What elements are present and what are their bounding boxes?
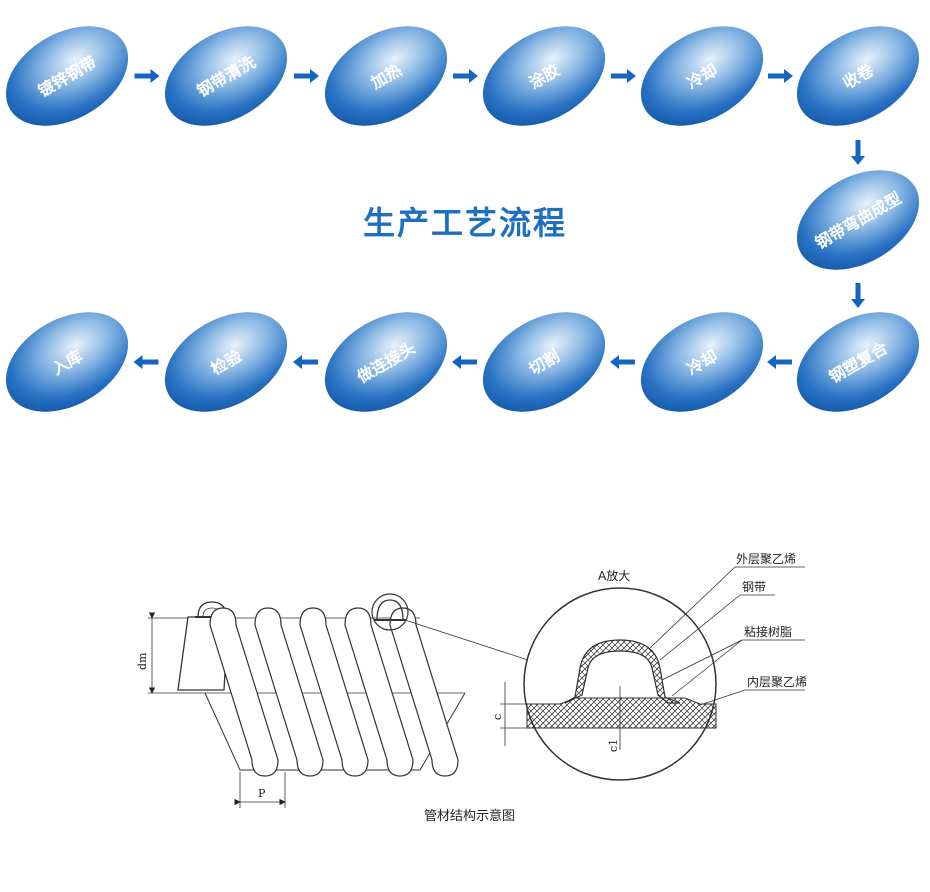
step-row2-2: 冷却: [640, 312, 764, 412]
spiral-rib-4: [344, 607, 414, 777]
label-c1: c1: [607, 739, 620, 752]
step-row1-1: 镀锌钢带: [5, 26, 129, 126]
zoom-marker-circle: [371, 593, 409, 631]
spiral-rib-3: [299, 607, 369, 777]
arrow-row1-2: [294, 69, 319, 83]
pipe-structure-drawing: [148, 566, 805, 808]
step-row1-2: 钢带清洗: [164, 26, 288, 126]
leader-outer-pe: [649, 566, 736, 649]
leader-steel: [659, 594, 741, 661]
zoom-circle: [523, 587, 717, 781]
step-row2-6: 入库: [5, 312, 129, 412]
label-p: P: [258, 787, 266, 800]
label-adhesive: 粘接树脂: [744, 624, 792, 639]
label-c: c: [491, 714, 504, 720]
flow-arrow-shape: [452, 355, 477, 369]
step-row1-4: 涂胶: [482, 26, 606, 126]
zoomed-rib-profile: [564, 639, 681, 704]
arrow-row2-2: [293, 355, 318, 369]
flow-arrow-shape: [611, 69, 636, 83]
flow-arrow-shape: [133, 355, 159, 369]
step-oval-shape: [5, 312, 129, 412]
step-oval-shape: [640, 26, 764, 126]
spiral-rib-2: [254, 607, 324, 777]
flow-arrow-shape: [851, 283, 865, 308]
spiral-ribs: [209, 607, 459, 777]
flow-arrow-shape: [134, 69, 160, 83]
spiral-rib-1: [209, 607, 279, 777]
step-oval-shape: [796, 312, 920, 412]
label-dm: dm: [136, 652, 149, 670]
step-row1-3: 加热: [324, 26, 448, 126]
step-row2-3: 切割: [482, 312, 606, 412]
step-row2-1: 钢塑复合: [796, 312, 920, 412]
arrow-down-1: [851, 140, 865, 165]
arrow-row1-4: [611, 69, 636, 83]
arrow-row1-5: [768, 69, 793, 83]
leader-inner-pe: [699, 689, 746, 706]
diagram-caption: 管材结构示意图: [424, 808, 515, 824]
zoom-leader-line: [404, 619, 529, 661]
flow-arrow-shape: [851, 140, 865, 165]
flow-arrow-shape: [610, 355, 635, 369]
step-oval-shape: [640, 312, 764, 412]
step-row1-6: 收卷: [796, 26, 920, 126]
zoom-title: A放大: [598, 568, 630, 583]
label-outer-pe: 外层聚乙烯: [736, 552, 796, 566]
arrow-row1-1: [134, 69, 160, 83]
flow-arrow-shape: [453, 69, 478, 83]
arrow-row2-1: [133, 355, 159, 369]
step-oval-shape: [164, 312, 288, 412]
flow-chart: 镀锌钢带钢带清洗加热涂胶冷却收卷钢带弯曲成型钢塑复合冷却切割做连接头检验入库: [5, 26, 920, 412]
leader-adhesive-2: [671, 639, 743, 697]
flow-arrow-shape: [293, 355, 318, 369]
base-layer-strip: [526, 697, 717, 729]
step-oval-shape: [5, 26, 129, 126]
arrow-row2-5: [767, 355, 792, 369]
zoom-marker-rib: [376, 599, 404, 621]
flow-arrow-shape: [768, 69, 793, 83]
step-row1-5: 冷却: [640, 26, 764, 126]
step-oval-shape: [482, 312, 606, 412]
step-row2-4: 做连接头: [324, 312, 448, 412]
spiral-rib-5: [389, 607, 459, 777]
step-oval-shape: [324, 26, 448, 126]
step-oval-shape: [482, 26, 606, 126]
arrow-row2-3: [452, 355, 477, 369]
leader-adhesive-1: [661, 639, 743, 681]
flow-arrow-shape: [294, 69, 319, 83]
step-row2-5: 检验: [164, 312, 288, 412]
label-inner-pe: 内层聚乙烯: [747, 675, 807, 689]
step-oval-shape: [796, 26, 920, 126]
arrow-row2-4: [610, 355, 635, 369]
step-oval-shape: [796, 170, 920, 270]
page-title: 生产工艺流程: [362, 204, 567, 242]
flow-arrow-shape: [767, 355, 792, 369]
label-steel: 钢带: [742, 580, 766, 594]
step-oval-shape: [324, 312, 448, 412]
arrow-row1-3: [453, 69, 478, 83]
step-side: 钢带弯曲成型: [796, 170, 920, 270]
step-oval-shape: [164, 26, 288, 126]
arrow-down-2: [851, 283, 865, 308]
